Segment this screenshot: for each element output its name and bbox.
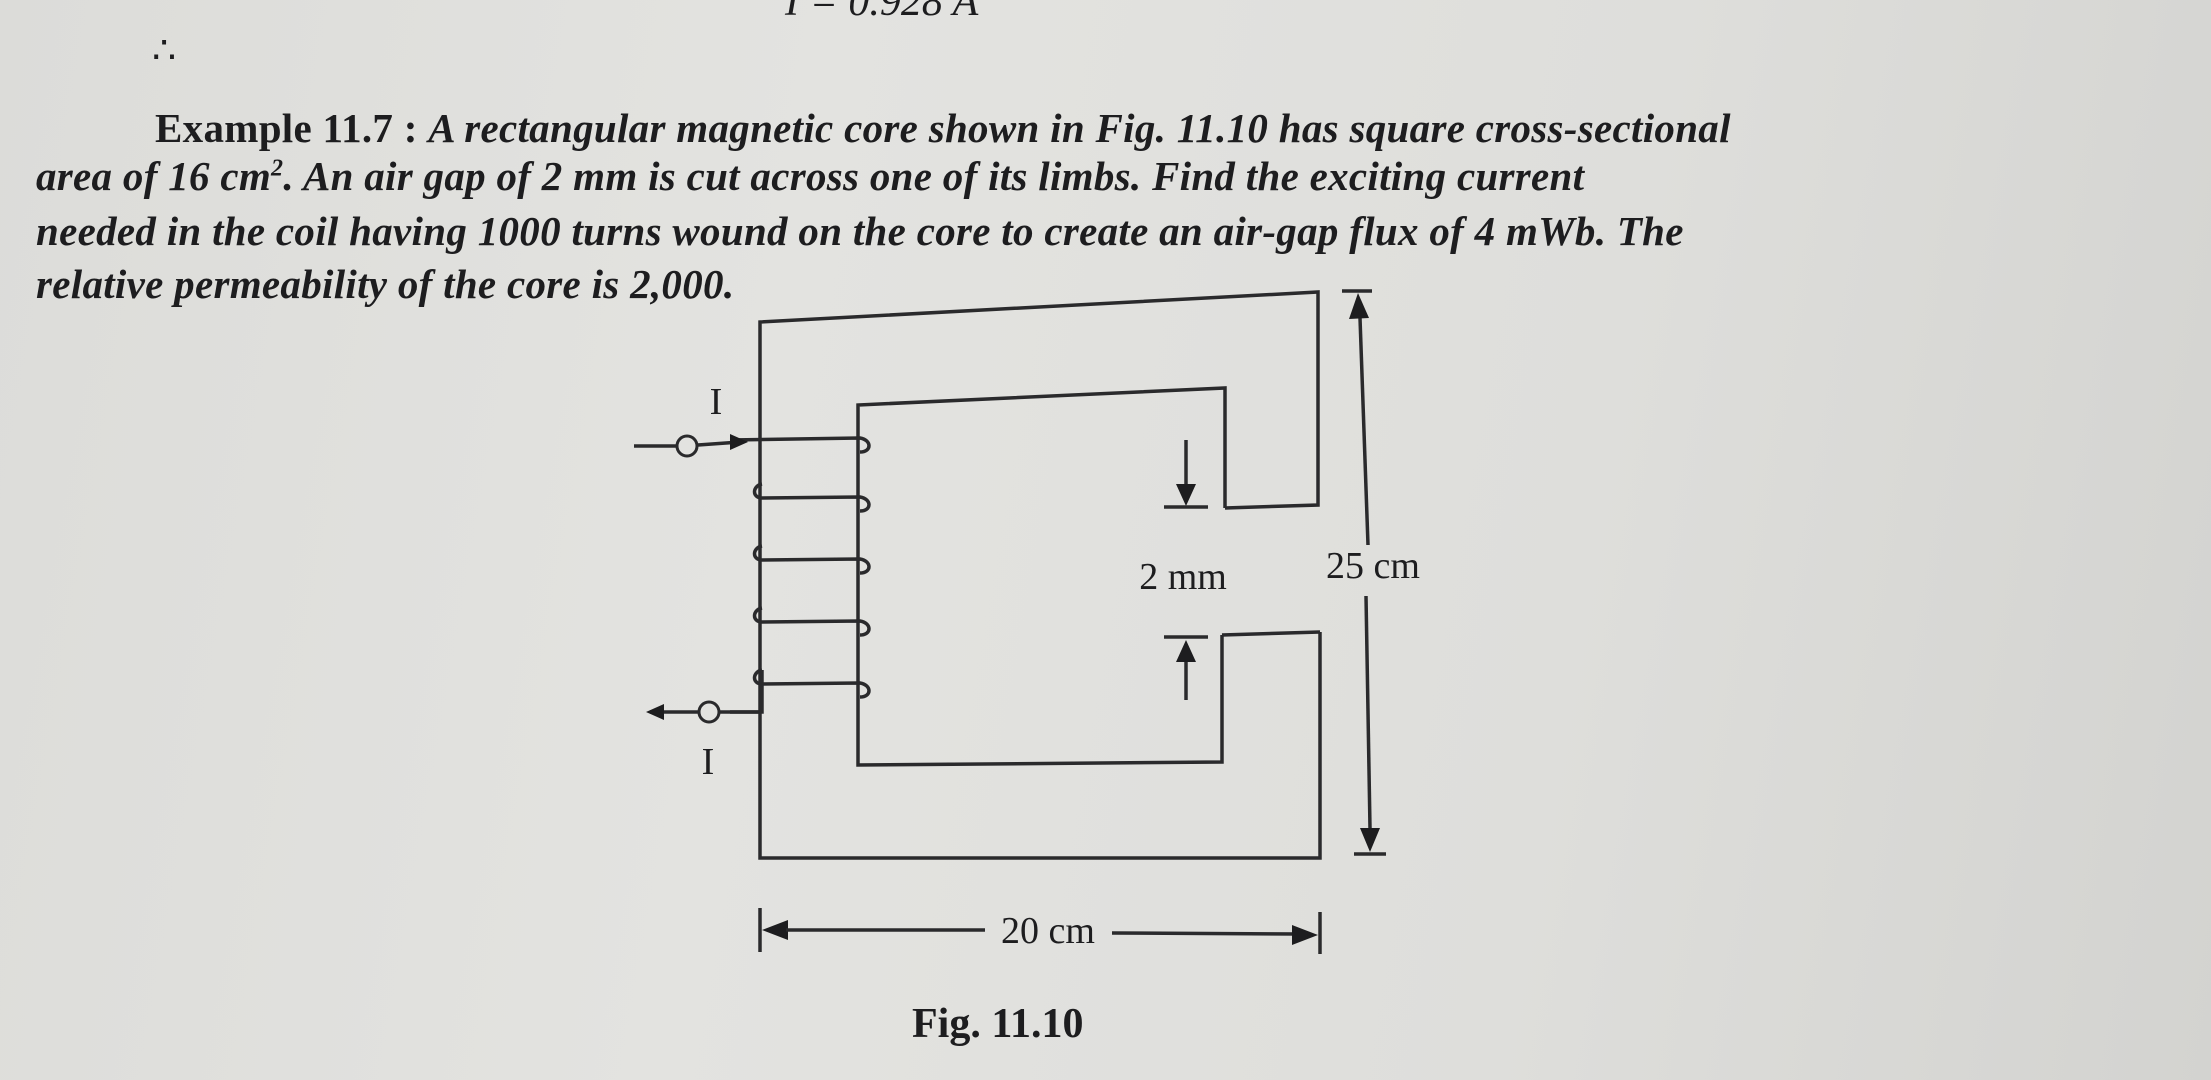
coil-winding [729,436,871,714]
problem-line-4: relative permeability of the core is 2,0… [36,261,735,307]
gap-upper-face [1224,472,1320,510]
problem-line-1: Example 11.7 : A rectangular magnetic co… [155,104,1731,152]
width-label: 20 cm [1001,910,1095,952]
width-dim-right-shaft [1111,931,1301,936]
current-label-bottom: I [702,741,715,783]
gap-lower-face [1221,630,1321,637]
width-dim-right-arrowhead [1292,925,1318,945]
height-dim-lower-shaft [1364,595,1372,829]
problem-line-2: area of 16 cm2. An air gap of 2 mm is cu… [36,152,1584,200]
core-outer-outline [758,290,1322,860]
core-inner-outline [856,386,1227,767]
terminal-bottom [697,700,721,724]
figure-caption: Fig. 11.10 [912,1001,1084,1047]
current-label-top: I [710,381,723,423]
gap-arrow-bottom-head [1176,640,1196,662]
gap-arrow-top-head [1176,484,1196,506]
problem-line-2-pre: area of 16 cm [36,153,272,199]
height-label: 25 cm [1326,545,1420,587]
width-dim-left-arrowhead [762,920,788,940]
problem-line-2-post: . An air gap of 2 mm is cut across one o… [283,153,1585,199]
example-label: Example 11.7 : [155,105,429,151]
therefore-symbol: ∴ [152,28,177,72]
problem-line-3: needed in the coil having 1000 turns wou… [36,208,1684,254]
area-superscript: 2 [271,155,284,182]
problem-line-1-text: A rectangular magnetic core shown in Fig… [428,105,1731,151]
current-arrow-in [730,434,748,450]
terminal-top [675,434,699,458]
gap-label: 2 mm [1139,556,1227,598]
partial-equation: I = 0.928 A [785,0,979,25]
height-dim-top-arrowhead [1349,293,1369,319]
height-dim-bottom-arrowhead [1360,828,1380,852]
height-dim-upper-shaft [1358,317,1370,546]
current-arrow-out [646,704,664,720]
